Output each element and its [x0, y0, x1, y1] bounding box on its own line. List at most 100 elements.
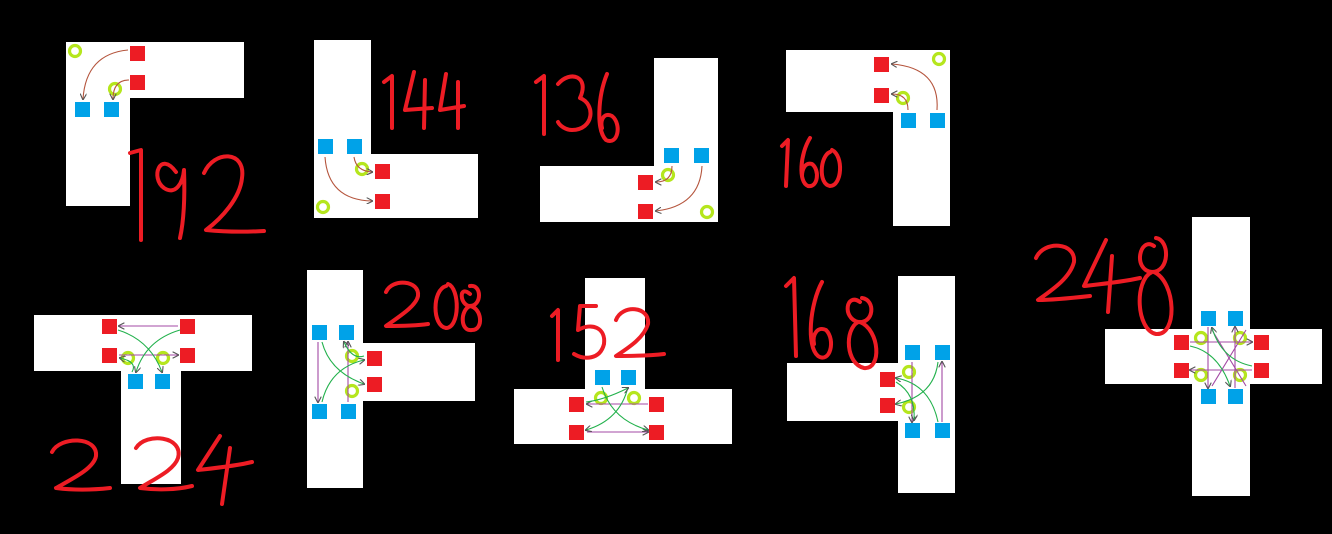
red-square-icon [1174, 335, 1189, 350]
red-square-icon [880, 398, 895, 413]
blue-square-icon [905, 423, 920, 438]
arrow-arc-icon [656, 165, 703, 211]
arrow-arc-icon [113, 79, 130, 99]
road-shape [307, 270, 475, 488]
tile-tee-224 [34, 315, 252, 484]
blue-square-icon [901, 113, 916, 128]
tile-corner-136 [540, 58, 718, 222]
arrow-arc-icon [321, 360, 364, 403]
green-ring-icon [67, 43, 83, 59]
red-square-icon [1174, 363, 1189, 378]
blue-square-icon [339, 325, 354, 340]
label-144 [382, 70, 466, 130]
tile-corner-160 [786, 50, 950, 226]
blue-square-icon [935, 423, 950, 438]
road-shape [787, 276, 955, 493]
blue-square-icon [341, 404, 356, 419]
red-square-icon [367, 351, 382, 366]
red-square-icon [375, 164, 390, 179]
red-square-icon [638, 204, 653, 219]
blue-square-icon [128, 374, 143, 389]
red-square-icon [569, 397, 584, 412]
road-shape [34, 315, 252, 484]
blue-square-icon [905, 345, 920, 360]
red-square-icon [367, 377, 382, 392]
arrow-arc-icon [892, 64, 938, 111]
arrow-arc-icon [1211, 329, 1247, 387]
red-square-icon [180, 319, 195, 334]
label-136 [534, 72, 620, 143]
arrow-arc-icon [896, 378, 939, 423]
blue-square-icon [1201, 311, 1216, 326]
label-152 [550, 304, 666, 362]
tile-tee-208 [307, 270, 475, 488]
arrow-arc-icon [117, 329, 162, 372]
arrow-arc-icon [585, 388, 628, 403]
arrow-arc-icon [83, 49, 129, 99]
red-square-icon [102, 319, 117, 334]
red-square-icon [638, 175, 653, 190]
arrow-arc-icon [1212, 328, 1253, 367]
road-shape [514, 278, 732, 444]
arrow-arc-icon [601, 386, 648, 430]
road-shape [1105, 217, 1322, 496]
road-shape [314, 40, 478, 218]
road-shape [66, 42, 244, 206]
label-248 [1034, 236, 1174, 336]
blue-square-icon [104, 102, 119, 117]
red-square-icon [130, 75, 145, 90]
blue-square-icon [1228, 389, 1243, 404]
blue-square-icon [312, 404, 327, 419]
green-ring-icon [895, 90, 911, 106]
blue-square-icon [312, 325, 327, 340]
blue-square-icon [694, 148, 709, 163]
green-ring-icon [660, 167, 676, 183]
blue-square-icon [930, 113, 945, 128]
arrow-arc-icon [324, 156, 372, 201]
arrow-arc-icon [344, 342, 365, 358]
road-shape [786, 50, 950, 226]
red-square-icon [569, 425, 584, 440]
red-square-icon [649, 425, 664, 440]
red-square-icon [874, 88, 889, 103]
tile-cross-248 [1105, 217, 1322, 496]
blue-square-icon [664, 148, 679, 163]
green-ring-icon [699, 204, 715, 220]
red-square-icon [102, 348, 117, 363]
arrow-arc-icon [136, 329, 181, 372]
green-ring-icon [155, 350, 171, 366]
blue-square-icon [621, 370, 636, 385]
red-square-icon [649, 397, 664, 412]
tile-corner-144 [314, 40, 478, 218]
tile-corner-192 [66, 42, 244, 206]
road-shape [540, 58, 718, 222]
blue-square-icon [595, 370, 610, 385]
arrow-arc-icon [353, 156, 372, 172]
green-ring-icon [315, 199, 331, 215]
arrow-arc-icon [895, 381, 914, 420]
red-square-icon [1254, 335, 1269, 350]
arrow-arc-icon [656, 165, 673, 182]
blue-square-icon [1201, 389, 1216, 404]
green-ring-icon [901, 399, 917, 415]
blue-square-icon [318, 139, 333, 154]
label-192 [128, 148, 266, 242]
red-square-icon [375, 194, 390, 209]
green-ring-icon [1193, 330, 1209, 346]
label-208 [384, 280, 482, 333]
red-square-icon [180, 348, 195, 363]
blue-square-icon [75, 102, 90, 117]
red-square-icon [1254, 363, 1269, 378]
blue-square-icon [347, 139, 362, 154]
tile-tee-168 [787, 276, 955, 493]
arrow-arc-icon [120, 358, 135, 373]
red-square-icon [874, 57, 889, 72]
green-ring-icon [901, 364, 917, 380]
tile-tee-152 [514, 278, 732, 444]
blue-square-icon [1228, 311, 1243, 326]
red-square-icon [130, 46, 145, 61]
arrow-arc-icon [892, 94, 909, 111]
arrow-arc-icon [1189, 345, 1230, 386]
red-square-icon [880, 372, 895, 387]
